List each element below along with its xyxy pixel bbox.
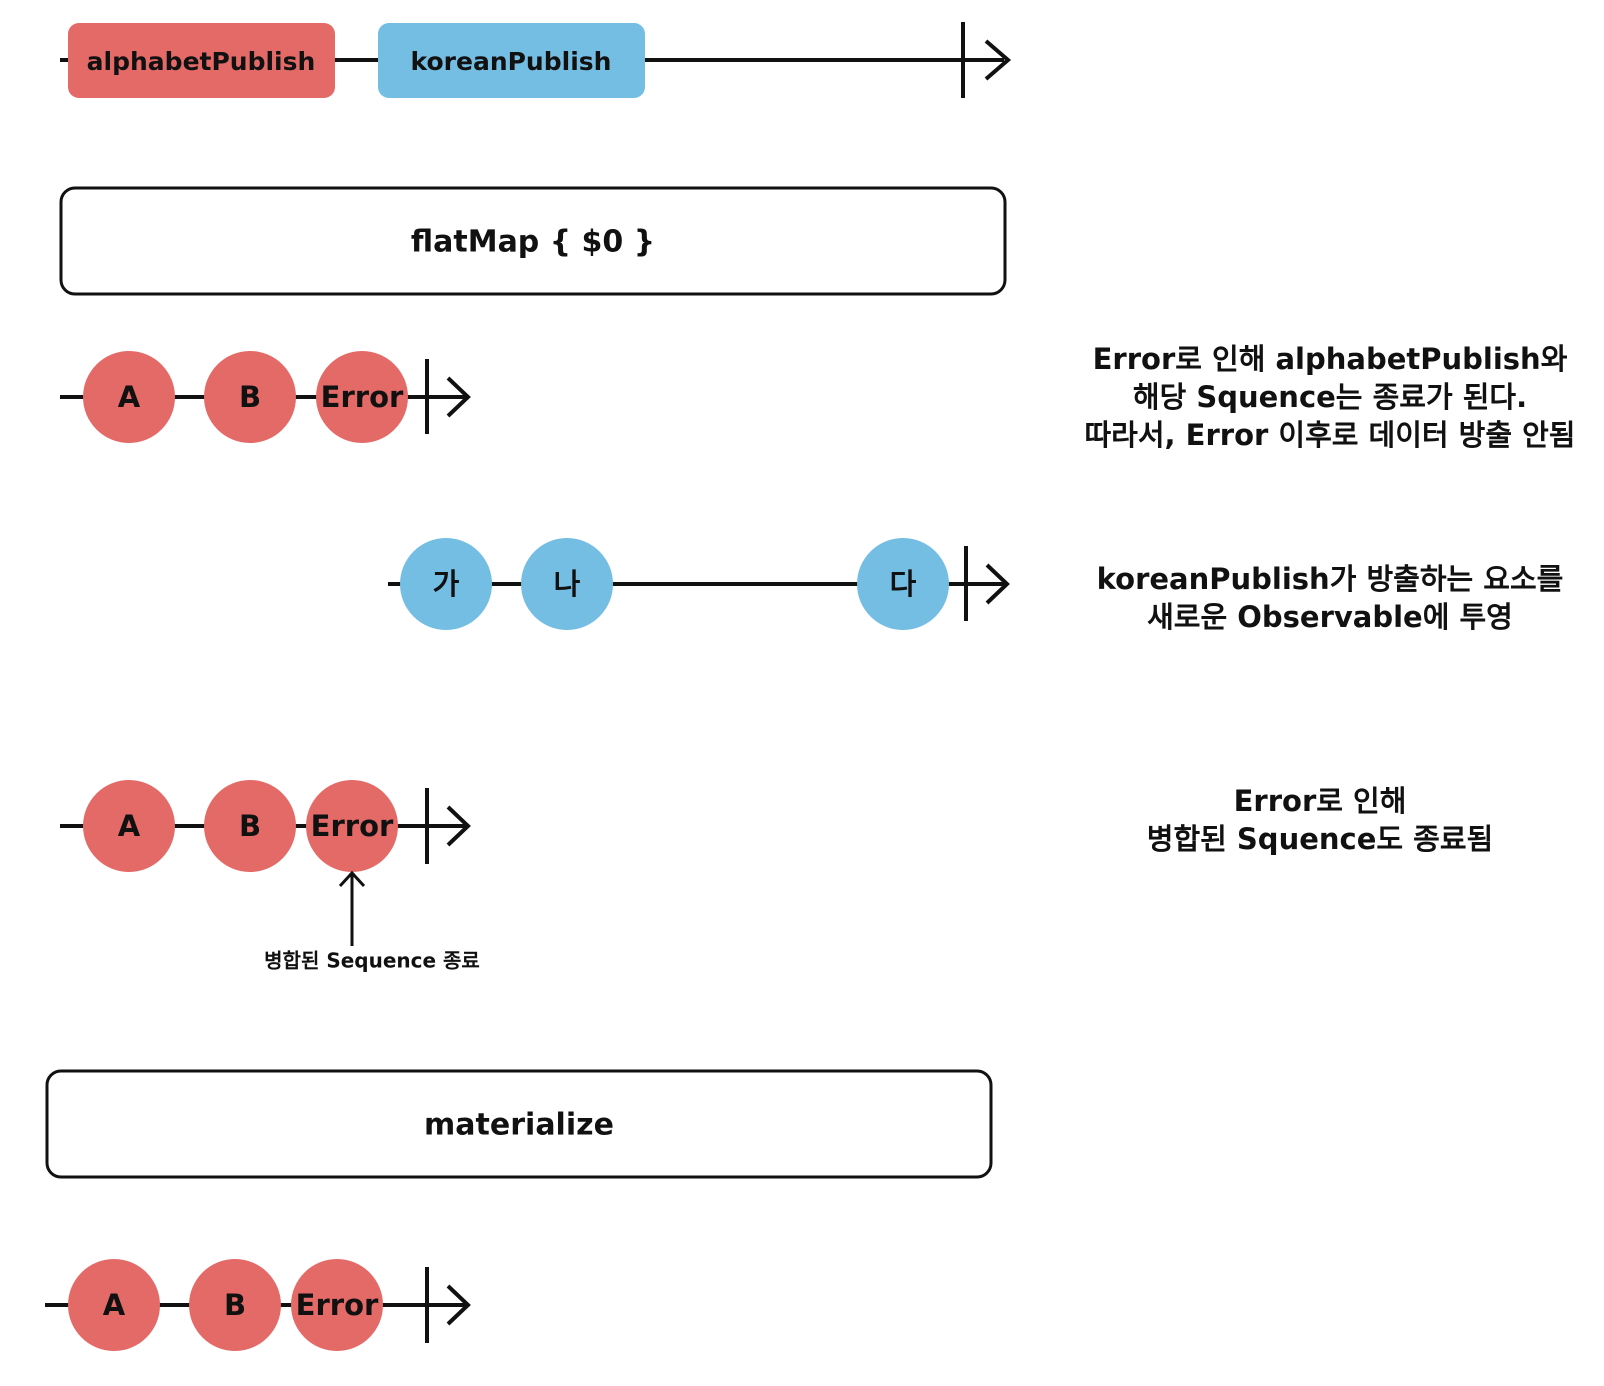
merged-marble-a-label: A bbox=[118, 809, 141, 843]
marble-na bbox=[521, 538, 613, 630]
alphabet-publish-box bbox=[68, 23, 335, 98]
merged-note: Error로 인해 병합된 Squence도 종료됨 bbox=[1110, 782, 1530, 858]
materialize-box bbox=[45, 1069, 993, 1179]
source-timeline: alphabetPublish koreanPublish bbox=[60, 22, 1012, 98]
materialized-marble-b-label: B bbox=[224, 1288, 246, 1322]
korean-publish-box bbox=[378, 23, 645, 98]
flatmap-label: flatMap { $0 } bbox=[411, 225, 655, 260]
marble-error-label: Error bbox=[321, 380, 404, 414]
merged-marble-b bbox=[204, 780, 296, 872]
alphabet-stream: A B Error bbox=[60, 351, 471, 443]
alphabet-stream-arrow-head bbox=[446, 376, 471, 418]
materialized-marble-b bbox=[189, 1259, 281, 1351]
alphabet-note-line-1: Error로 인해 alphabetPublish와 bbox=[1092, 342, 1568, 376]
alphabet-note-line-2: 해당 Squence는 종료가 된다. bbox=[1132, 380, 1528, 414]
merged-marble-error bbox=[306, 780, 398, 872]
marble-ga-label: 가 bbox=[433, 567, 460, 601]
merged-marble-error-label: Error bbox=[311, 809, 394, 843]
materialized-stream: A B Error bbox=[45, 1259, 471, 1351]
alphabet-note: Error로 인해 alphabetPublish와 해당 Squence는 종… bbox=[1070, 340, 1590, 454]
materialized-marble-error bbox=[291, 1259, 383, 1351]
source-arrow-head bbox=[984, 39, 1012, 81]
merged-note-line-1: Error로 인해 bbox=[1233, 784, 1407, 818]
merged-stream: A B Error 병합된 Sequence 종료 bbox=[60, 780, 480, 973]
marble-ga bbox=[400, 538, 492, 630]
materialized-stream-arrow-head bbox=[446, 1284, 471, 1326]
materialized-marble-a-label: A bbox=[103, 1288, 126, 1322]
marble-error bbox=[316, 351, 408, 443]
merged-marble-b-label: B bbox=[239, 809, 261, 843]
merged-marble-a bbox=[83, 780, 175, 872]
korean-publish-label: koreanPublish bbox=[411, 47, 612, 76]
materialized-marble-a bbox=[68, 1259, 160, 1351]
materialize-operator: materialize bbox=[45, 1069, 993, 1179]
alphabet-publish-label: alphabetPublish bbox=[87, 47, 316, 76]
korean-note-line-2: 새로운 Observable에 투영 bbox=[1147, 600, 1513, 634]
korean-note: koreanPublish가 방출하는 요소를 새로운 Observable에 … bbox=[1080, 560, 1580, 636]
flatmap-box bbox=[59, 186, 1007, 296]
alphabet-note-line-3: 따라서, Error 이후로 데이터 방출 안됨 bbox=[1084, 418, 1576, 452]
marble-b-label: B bbox=[239, 380, 261, 414]
flatmap-operator: flatMap { $0 } bbox=[59, 186, 1007, 296]
merged-callout-arrow-head bbox=[338, 870, 366, 888]
korean-stream: 가 나 다 bbox=[388, 538, 1010, 630]
marble-da bbox=[857, 538, 949, 630]
marble-a-label: A bbox=[118, 380, 141, 414]
merged-note-line-2: 병합된 Squence도 종료됨 bbox=[1146, 822, 1494, 856]
korean-stream-arrow-head bbox=[985, 563, 1010, 605]
marble-b bbox=[204, 351, 296, 443]
korean-note-line-1: koreanPublish가 방출하는 요소를 bbox=[1096, 562, 1564, 596]
materialized-marble-error-label: Error bbox=[296, 1288, 379, 1322]
marble-a bbox=[83, 351, 175, 443]
merged-callout-label: 병합된 Sequence 종료 bbox=[264, 949, 480, 973]
marble-da-label: 다 bbox=[890, 567, 917, 601]
materialize-label: materialize bbox=[424, 1108, 614, 1143]
merged-stream-arrow-head bbox=[446, 805, 471, 847]
marble-na-label: 나 bbox=[554, 567, 581, 601]
